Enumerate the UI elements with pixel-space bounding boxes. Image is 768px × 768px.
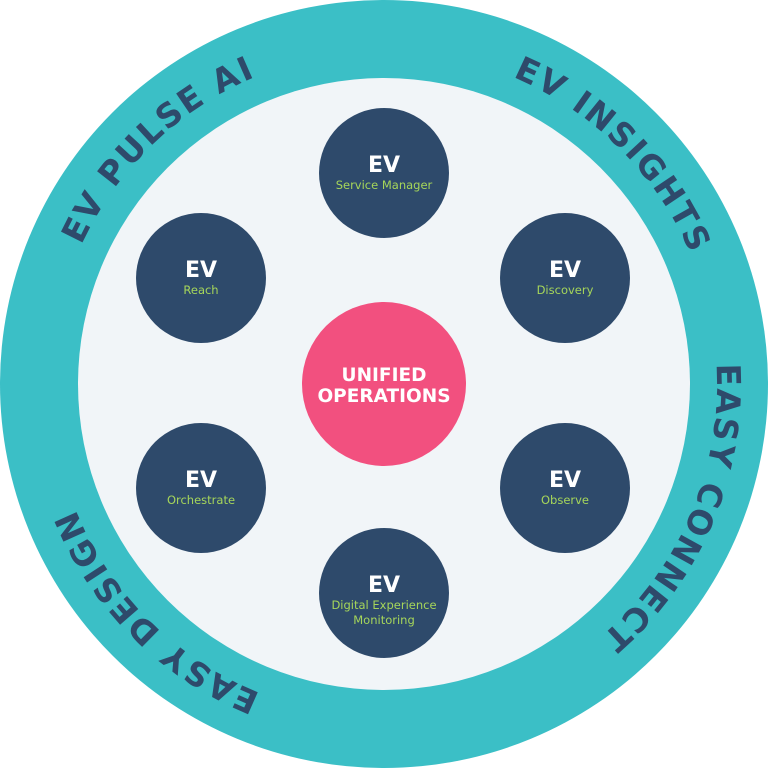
- node-discovery: EV Discovery: [500, 213, 630, 343]
- center-line-1: UNIFIED: [342, 365, 427, 386]
- node-label: Monitoring: [353, 613, 415, 627]
- node-label: Observe: [541, 493, 589, 507]
- node-reach: EV Reach: [136, 213, 266, 343]
- node-digital-experience-monitoring: EV Digital Experience Monitoring: [319, 528, 449, 658]
- node-title: EV: [549, 258, 581, 283]
- node-label: Digital Experience: [331, 598, 436, 612]
- node-title: EV: [185, 258, 217, 283]
- node-orchestrate: EV Orchestrate: [136, 423, 266, 553]
- node-label: Service Manager: [336, 178, 433, 192]
- node-title: EV: [549, 468, 581, 493]
- center-line-2: OPERATIONS: [317, 386, 450, 407]
- node-label: Discovery: [537, 283, 594, 297]
- node-service-manager: EV Service Manager: [319, 108, 449, 238]
- node-title: EV: [185, 468, 217, 493]
- node-label: Reach: [183, 283, 218, 297]
- node-title: EV: [368, 153, 400, 178]
- node-label: Orchestrate: [167, 493, 235, 507]
- node-title: EV: [368, 573, 400, 598]
- node-observe: EV Observe: [500, 423, 630, 553]
- center-node: UNIFIED OPERATIONS: [302, 302, 466, 466]
